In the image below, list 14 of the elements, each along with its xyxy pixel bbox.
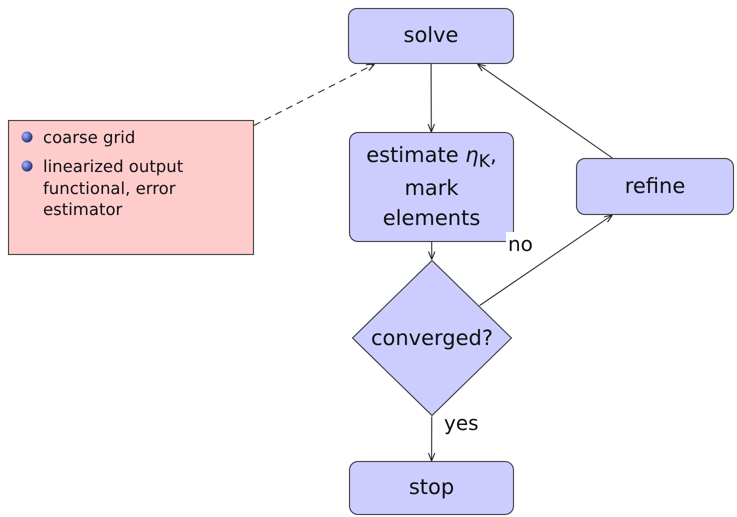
arrow — [428, 242, 436, 260]
decision-text: converged? — [370, 326, 494, 350]
process-box: stop — [349, 461, 514, 515]
note-box — [8, 120, 254, 255]
arrow — [428, 64, 435, 132]
arrow — [479, 214, 613, 306]
bullet-text: coarse grid — [43, 127, 136, 148]
decision-diamond — [352, 260, 512, 416]
arrow — [476, 64, 613, 158]
process-box: solve — [348, 8, 514, 64]
arrow — [254, 64, 376, 126]
bullet-text: linearized output functional, error estimator — [43, 156, 184, 221]
process-box: refine — [576, 158, 734, 215]
arrow — [428, 416, 436, 462]
